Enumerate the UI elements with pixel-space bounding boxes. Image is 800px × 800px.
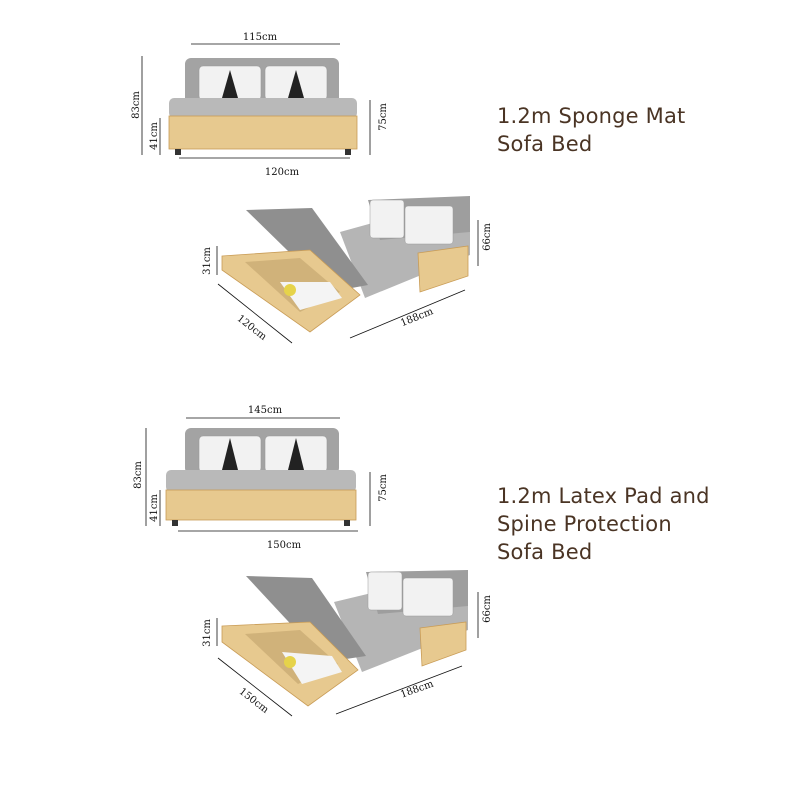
back-height-label: 66cm [482, 223, 493, 251]
height-back-label: 75cm [378, 474, 389, 502]
height-total-label: 83cm [131, 91, 142, 119]
height-seat-label: 41cm [149, 494, 160, 522]
bed-length-label: 188cm [399, 678, 435, 700]
sofa-bed-dimension-illustration: 145cm 83cm 41cm 75cm 150cm 31cm 66cm 150… [133, 405, 493, 717]
open-bed-image [221, 570, 468, 707]
product-title: 1.2m Latex Pad and Spine Protection Sofa… [497, 482, 710, 566]
drawer-height-label: 31cm [202, 247, 213, 275]
title-line: Spine Protection [497, 512, 672, 536]
width-top-label: 115cm [243, 32, 278, 43]
bed-width-label: 150cm [237, 686, 271, 716]
product-title: 1.2m Sponge Mat Sofa Bed [497, 102, 686, 158]
product-panel-latex-pad: 145cm 83cm 41cm 75cm 150cm 31cm 66cm 150… [0, 380, 800, 780]
closed-sofa-image [165, 428, 357, 526]
bed-length-label: 188cm [399, 306, 435, 329]
title-line: Sofa Bed [497, 132, 593, 156]
width-bottom-label: 120cm [265, 167, 300, 178]
product-panel-sponge-mat: 115cm 83cm 41cm 75cm 120cm 31cm 66cm 120… [131, 32, 686, 344]
bed-width-label: 120cm [235, 313, 269, 343]
height-seat-label: 41cm [149, 122, 160, 150]
closed-sofa-image [168, 58, 358, 155]
width-top-label: 145cm [248, 405, 283, 416]
height-back-label: 75cm [378, 103, 389, 131]
title-line: 1.2m Sponge Mat [497, 104, 686, 128]
back-height-label: 66cm [482, 595, 493, 623]
drawer-height-label: 31cm [202, 619, 213, 647]
width-bottom-label: 150cm [267, 540, 302, 551]
open-bed-image [221, 196, 470, 333]
height-total-label: 83cm [133, 461, 144, 489]
title-line: 1.2m Latex Pad and [497, 484, 710, 508]
title-line: Sofa Bed [497, 540, 593, 564]
sofa-bed-dimension-illustration: 115cm 83cm 41cm 75cm 120cm 31cm 66cm 120… [131, 32, 493, 344]
